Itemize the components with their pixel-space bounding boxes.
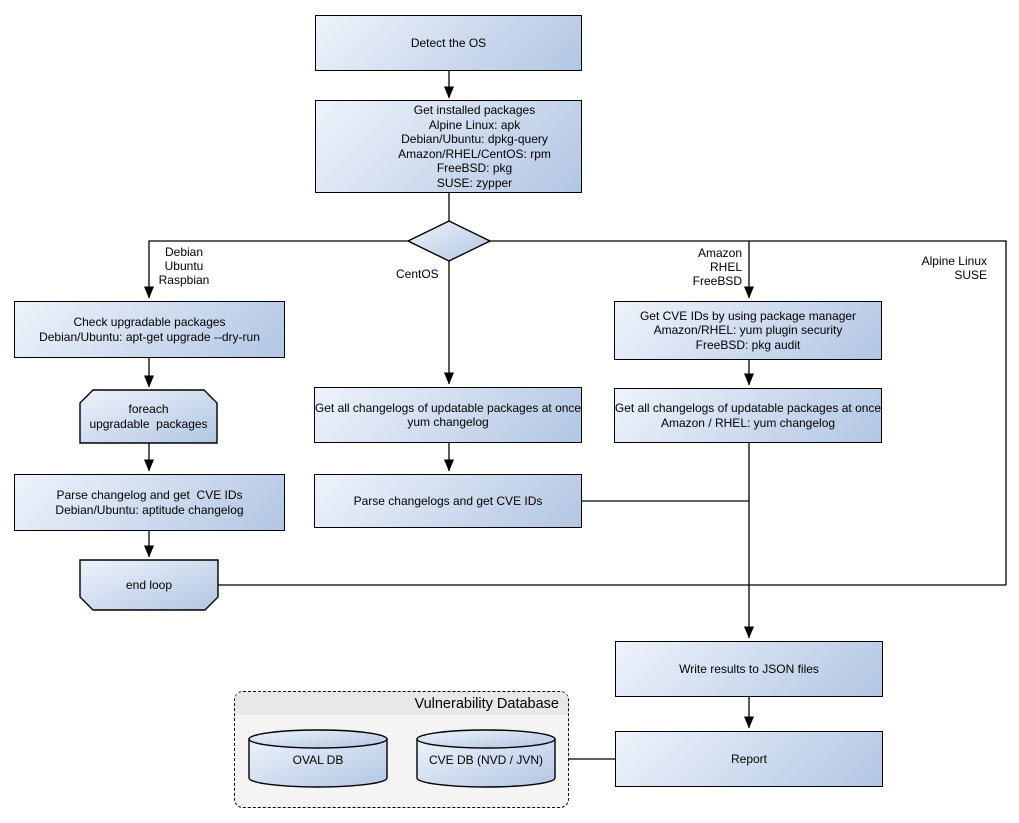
oval-db-label: OVAL DB	[292, 752, 344, 767]
branch-label-debian: Debian Ubuntu Raspbian	[158, 245, 210, 287]
vulnerability-database-title: Vulnerability Database	[235, 692, 568, 715]
cve-db-label: CVE DB (NVD / JVN)	[428, 752, 543, 767]
node-report: Report	[615, 731, 883, 787]
connector-decision-to-debian	[144, 240, 408, 299]
node-changelogs-amazon-rhel: Get all changelogs of updatable packages…	[614, 388, 882, 443]
node-detect-os: Detect the OS	[315, 15, 582, 71]
foreach-loop-label: foreach upgradable packages	[89, 402, 208, 431]
cve-db-cylinder	[416, 738, 556, 788]
branch-label-centos: CentOS	[396, 267, 439, 281]
node-check-upgradable-packages: Check upgradable packages Debian/Ubuntu:…	[14, 301, 285, 358]
end-loop-label: end loop	[125, 577, 173, 592]
node-changelogs-centos: Get all changelogs of updatable packages…	[314, 387, 582, 443]
foreach-loop-shape	[79, 389, 218, 444]
connector-decision-to-alpine	[490, 240, 1007, 585]
oval-db-cylinder	[248, 738, 388, 788]
end-loop-shape	[79, 559, 219, 611]
node-parse-changelogs-centos: Parse changelogs and get CVE IDs	[314, 474, 582, 528]
node-get-cve-ids-package-manager: Get CVE IDs by using package manager Ama…	[614, 301, 882, 360]
decision-diamond	[406, 220, 492, 262]
cve-db-cylinder-top	[416, 729, 556, 749]
branch-label-amazon: Amazon RHEL FreeBSD	[692, 246, 742, 288]
node-get-installed-packages: Get installed packages Alpine Linux: apk…	[315, 100, 582, 193]
branch-label-alpine: Alpine Linux SUSE	[921, 254, 987, 282]
oval-db-cylinder-top	[248, 729, 388, 749]
node-parse-changelog-debian: Parse changelog and get CVE IDs Debian/U…	[14, 474, 285, 531]
node-write-results-json: Write results to JSON files	[615, 641, 883, 697]
